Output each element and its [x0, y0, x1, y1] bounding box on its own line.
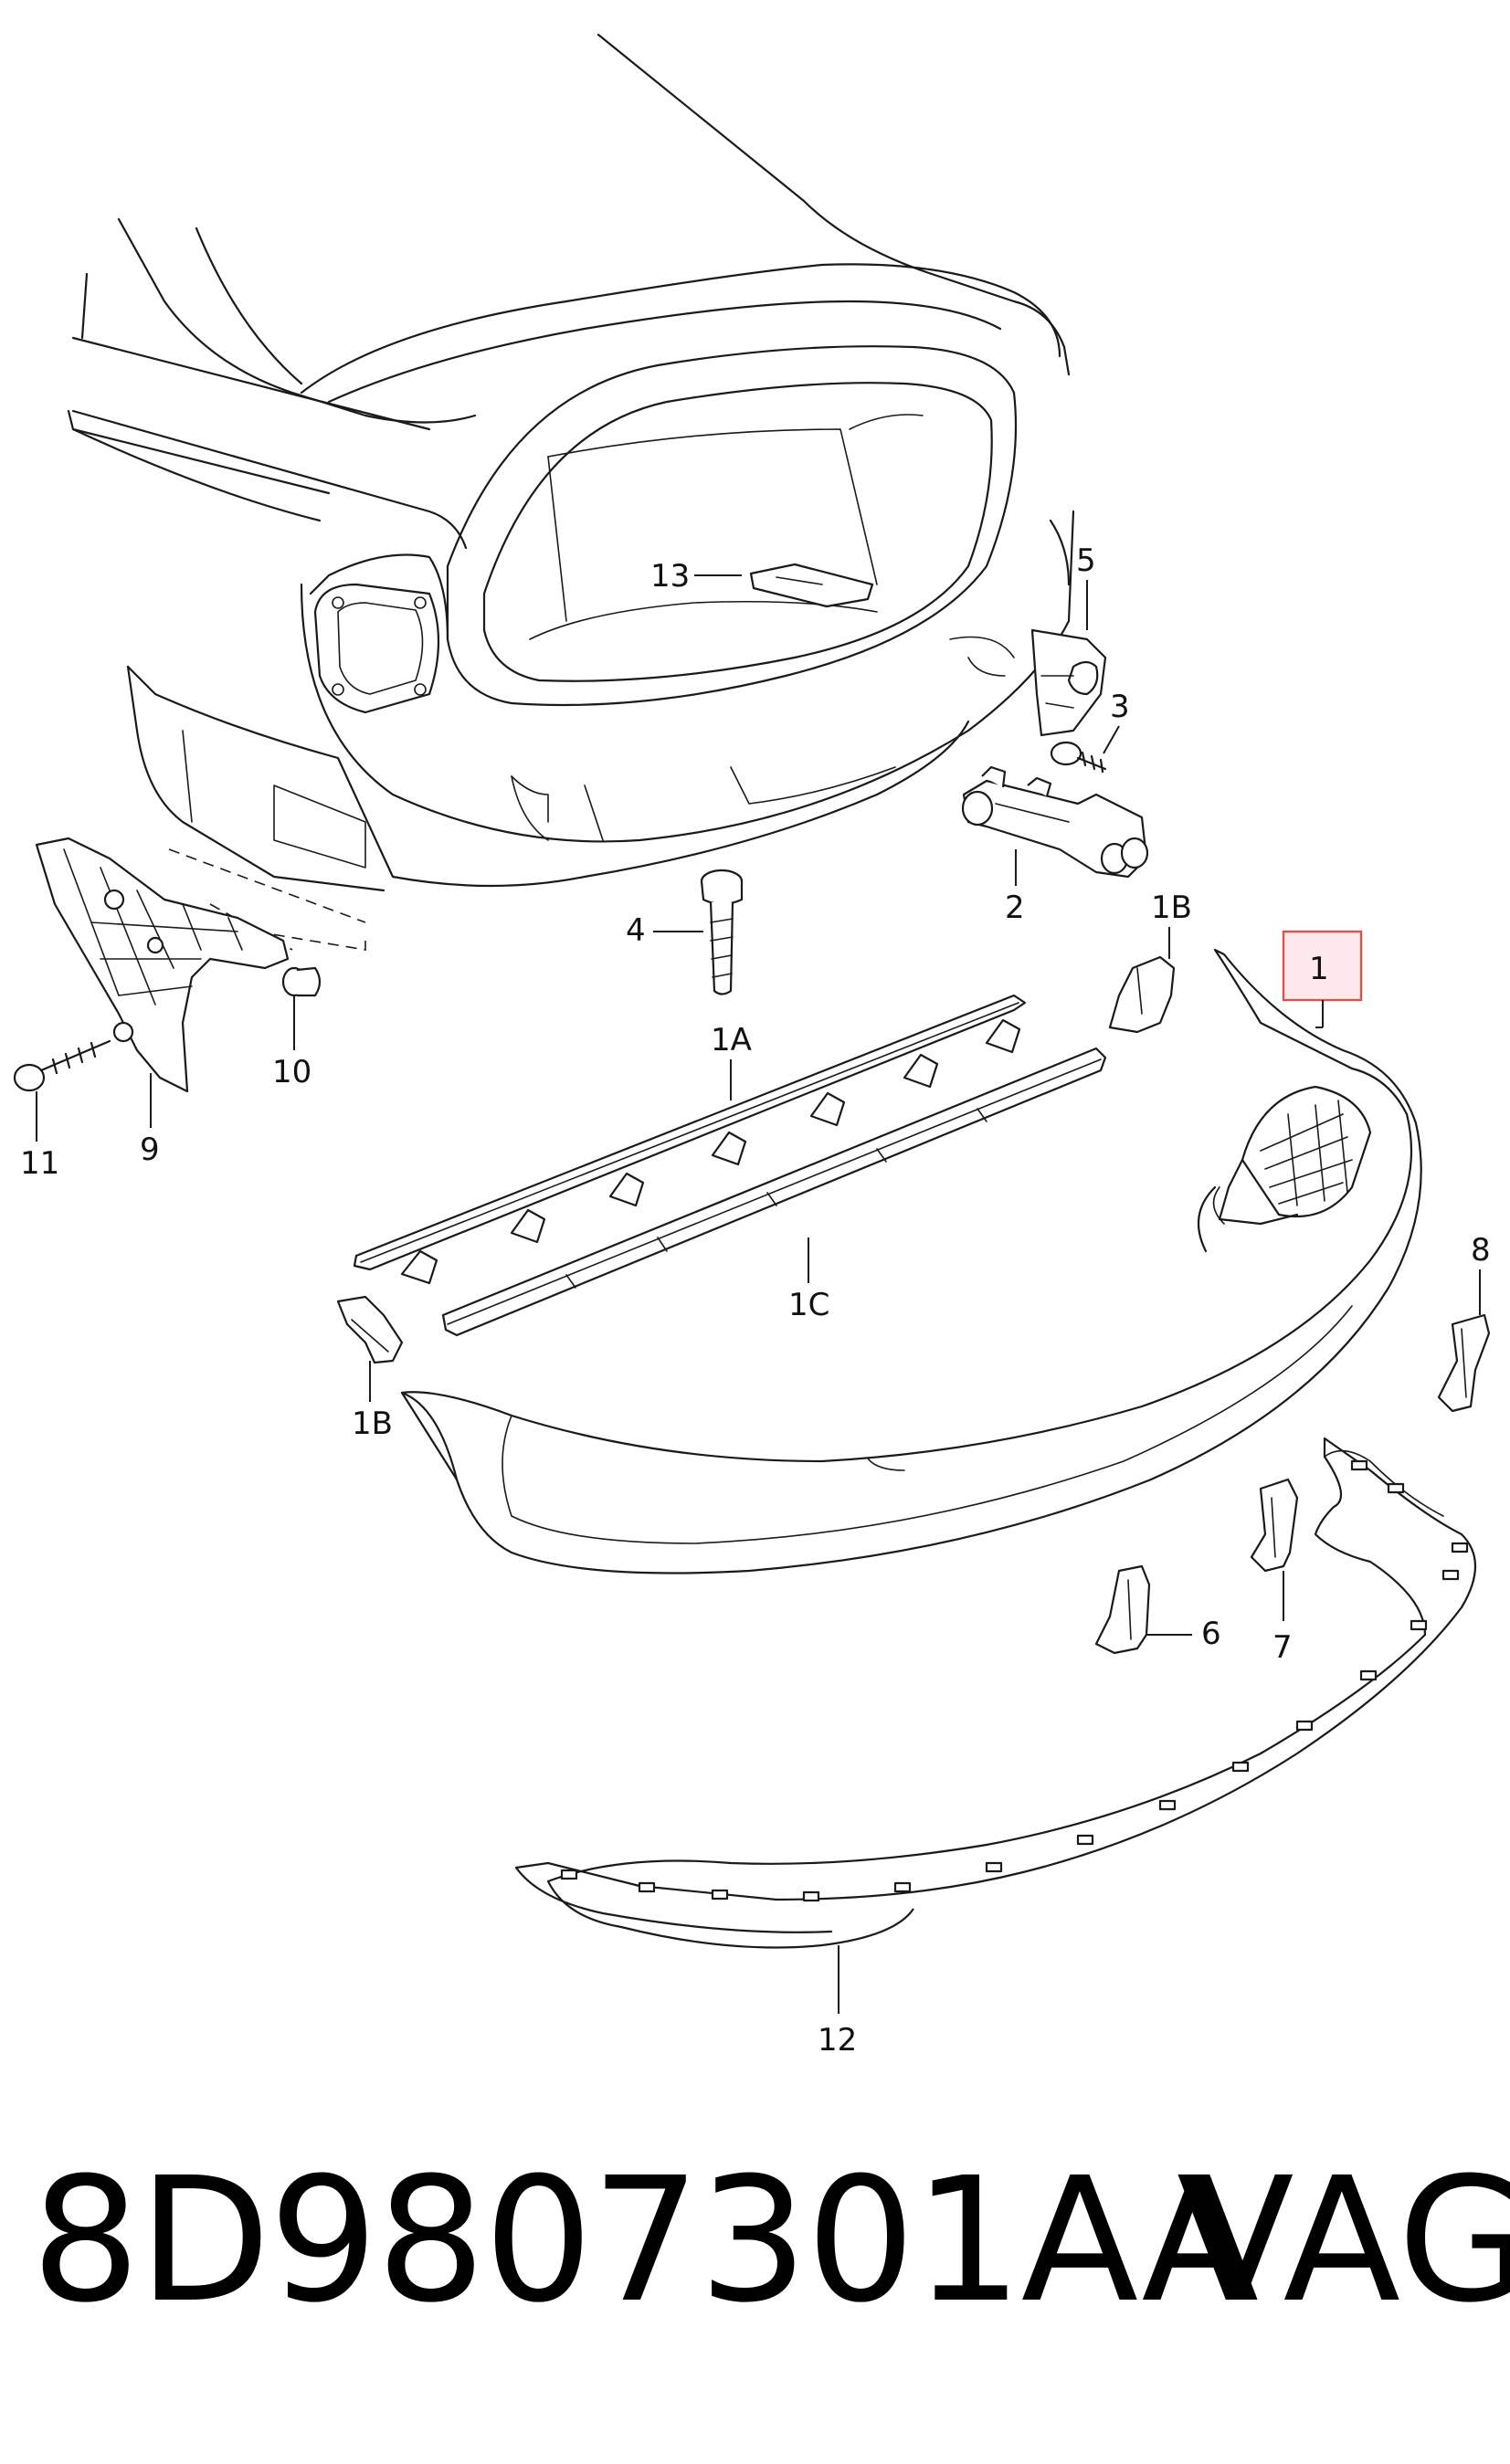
part-1b-clip-left: [336, 1295, 404, 1364]
callout-1c: 1C: [788, 1287, 829, 1323]
part-1a-strip: [353, 994, 1027, 1285]
callout-1b-top: 1B: [1151, 890, 1192, 926]
car-body-rear: [67, 33, 1075, 951]
callout-11: 11: [20, 1145, 59, 1182]
part-9-side-bracket: [35, 837, 290, 1093]
callout-1: 1: [1309, 951, 1329, 987]
part-7-bracket: [1250, 1478, 1299, 1573]
callout-1-highlight: [1282, 930, 1363, 1002]
callout-4: 4: [626, 912, 646, 949]
callout-8: 8: [1471, 1232, 1491, 1269]
callouts: 1 1A 1B 1B 1C 2 3 4 5 6 7 8: [20, 542, 1491, 2059]
callout-10: 10: [272, 1054, 312, 1090]
part-12-diffuser: [514, 1437, 1477, 1949]
part-8-bracket: [1437, 1313, 1491, 1413]
part-6-bracket: [1094, 1564, 1151, 1655]
part-1c-strip: [441, 1047, 1107, 1337]
part-2-mount: [961, 765, 1149, 879]
trunk-latch-plate: [749, 563, 874, 608]
callout-1a: 1A: [711, 1022, 752, 1058]
callout-2: 2: [1005, 890, 1025, 926]
exploded-parts-diagram: 1 1A 1B 1B 1C 2 3 4 5 6 7 8: [13, 33, 1491, 2059]
callout-6: 6: [1201, 1616, 1221, 1652]
part-4-bolt: [700, 869, 744, 995]
part-10-clip: [281, 966, 322, 997]
part-3-screw: [1050, 741, 1107, 774]
callout-3: 3: [1110, 689, 1130, 725]
callout-5: 5: [1076, 542, 1096, 579]
part-number: 8D9807301AA: [31, 2141, 1259, 2341]
callout-9: 9: [140, 1132, 160, 1168]
part-5-bracket: [1030, 628, 1107, 737]
diffuser-clip-tabs: [560, 1459, 1469, 1902]
part-1-bumper-cover: [400, 948, 1422, 1574]
callout-13: 13: [650, 558, 690, 595]
part-11-screw: [13, 1039, 111, 1092]
part-1b-clip-right: [1108, 955, 1176, 1034]
callout-1b-left: 1B: [352, 1406, 393, 1442]
callout-12: 12: [818, 2022, 857, 2059]
brand-label: VAG: [1177, 2141, 1510, 2341]
callout-7: 7: [1272, 1629, 1293, 1666]
